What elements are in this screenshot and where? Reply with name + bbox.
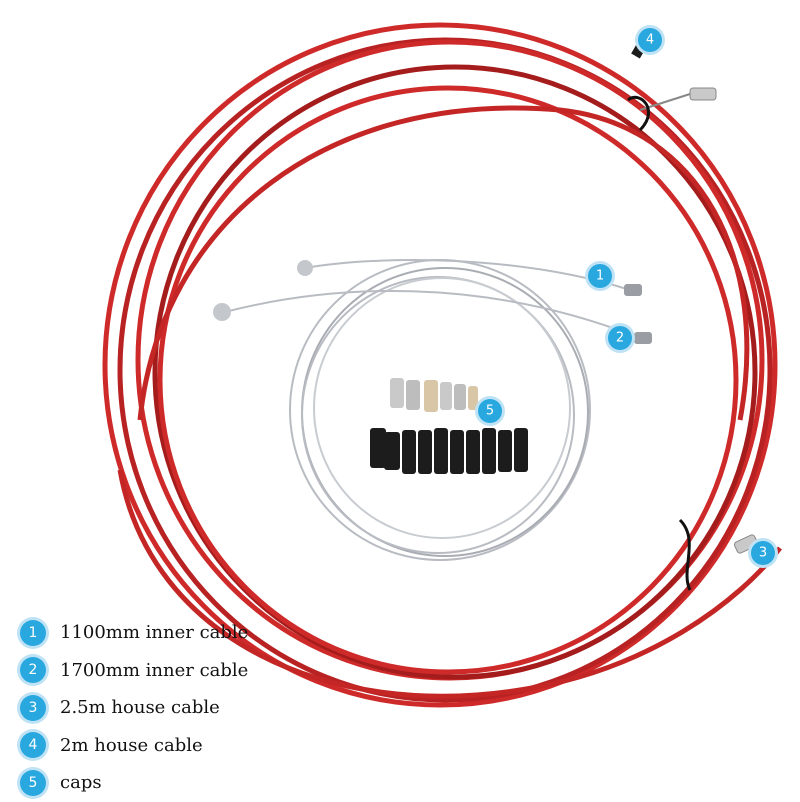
legend-item: 5 caps bbox=[20, 764, 248, 802]
legend-number-badge: 2 bbox=[20, 657, 46, 684]
legend-number-badge: 5 bbox=[20, 769, 46, 796]
legend-item: 1 1100mm inner cable bbox=[20, 614, 248, 652]
svg-text:2: 2 bbox=[616, 331, 624, 346]
svg-text:1: 1 bbox=[596, 269, 604, 284]
legend-number-badge: 3 bbox=[20, 694, 46, 721]
badge-1: 1 bbox=[585, 261, 615, 291]
legend-item: 4 2m house cable bbox=[20, 727, 248, 765]
legend-label: 2m house cable bbox=[60, 734, 203, 756]
legend-label: 1700mm inner cable bbox=[60, 659, 249, 681]
legend-item: 2 1700mm inner cable bbox=[20, 652, 248, 690]
cable-nipple bbox=[213, 303, 231, 321]
legend-label: 2.5m house cable bbox=[60, 697, 220, 719]
cable-nipple bbox=[297, 260, 313, 276]
cable-barrel-end bbox=[634, 332, 652, 344]
svg-text:4: 4 bbox=[646, 33, 654, 48]
badge-2: 2 bbox=[605, 323, 635, 353]
parts-legend: 1 1100mm inner cable 2 1700mm inner cabl… bbox=[20, 614, 248, 802]
badge-5: 5 bbox=[475, 396, 505, 426]
ferrules bbox=[390, 378, 478, 412]
badge-3: 3 bbox=[748, 538, 778, 568]
svg-text:5: 5 bbox=[486, 404, 494, 419]
legend-item: 3 2.5m house cable bbox=[20, 689, 248, 727]
legend-number-badge: 1 bbox=[20, 619, 46, 646]
badge-4: 4 bbox=[635, 25, 665, 55]
svg-text:3: 3 bbox=[759, 546, 767, 561]
cable-barrel-end bbox=[624, 284, 642, 296]
legend-label: 1100mm inner cable bbox=[60, 622, 249, 644]
legend-number-badge: 4 bbox=[20, 732, 46, 759]
black-caps bbox=[370, 428, 528, 474]
red-housing-coil bbox=[102, 22, 782, 708]
legend-label: caps bbox=[60, 772, 102, 794]
